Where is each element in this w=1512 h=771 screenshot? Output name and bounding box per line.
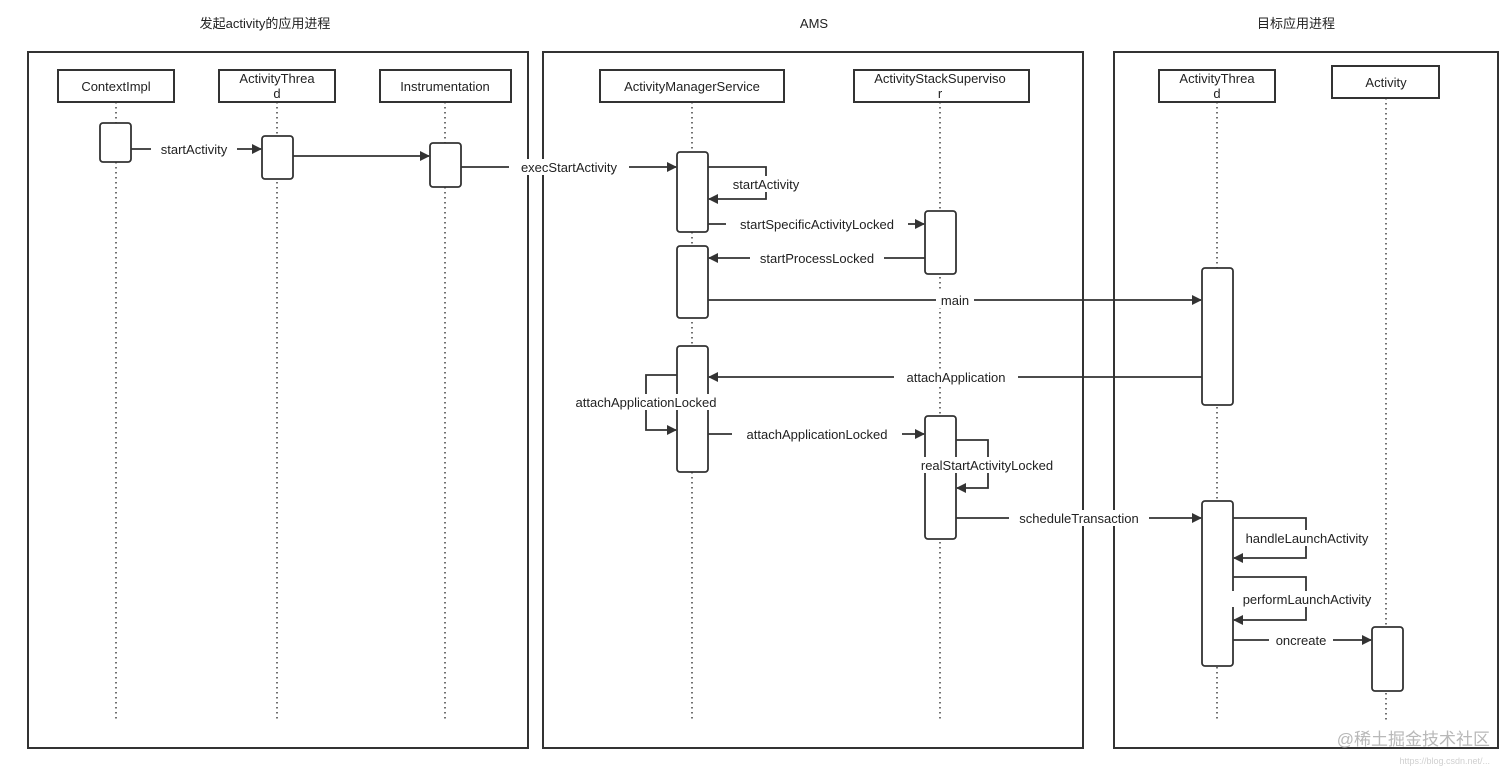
message-label: oncreate bbox=[1276, 633, 1327, 648]
activation-instrumentation bbox=[429, 142, 462, 188]
participant-activity: Activity bbox=[1331, 65, 1440, 99]
participant-label: Instrumentation bbox=[400, 79, 490, 94]
message-label: performLaunchActivity bbox=[1243, 592, 1372, 607]
activation-contextimpl bbox=[99, 122, 132, 163]
participant-activitystacksupervisor: ActivityStackSuperviso r bbox=[853, 69, 1030, 103]
message-label: main bbox=[941, 293, 969, 308]
watermark-text: @稀土掘金技术社区 bbox=[1337, 730, 1490, 749]
message-self-perform-launch-activity: performLaunchActivity bbox=[1230, 576, 1384, 625]
message-exec-start-activity: execStartActivity bbox=[461, 159, 677, 175]
message-label: scheduleTransaction bbox=[1019, 511, 1138, 526]
message-label: startActivity bbox=[733, 177, 800, 192]
participant-label-wrap: r bbox=[938, 86, 943, 101]
group-frame-target-process bbox=[1113, 51, 1499, 749]
participant-label: ActivityStackSuperviso bbox=[874, 71, 1006, 86]
message-label: realStartActivityLocked bbox=[921, 458, 1053, 473]
activation-activitythread-source bbox=[261, 135, 294, 180]
message-main: main bbox=[708, 292, 1202, 308]
message-schedule-transaction: scheduleTransaction bbox=[956, 510, 1202, 526]
message-label: attachApplicationLocked bbox=[747, 427, 888, 442]
group-title-ams: AMS bbox=[800, 16, 829, 31]
activation-ams-2 bbox=[676, 245, 709, 319]
participant-label-wrap: d bbox=[1213, 86, 1220, 101]
activation-ams-1 bbox=[676, 151, 709, 233]
group-frame-source-process bbox=[27, 51, 529, 749]
message-start-specific-activity-locked: startSpecificActivityLocked bbox=[708, 216, 925, 232]
activation-activity bbox=[1371, 626, 1404, 692]
participant-activitythread-source: ActivityThrea d bbox=[218, 69, 336, 103]
group-title-source-process: 发起activity的应用进程 bbox=[200, 16, 331, 31]
watermark-url: https://blog.csdn.net/... bbox=[1399, 756, 1490, 766]
message-oncreate: oncreate bbox=[1233, 632, 1372, 648]
message-label: handleLaunchActivity bbox=[1246, 531, 1369, 546]
message-self-start-activity: startActivity bbox=[708, 166, 810, 204]
participant-contextimpl: ContextImpl bbox=[57, 69, 175, 103]
message-start-activity: startActivity bbox=[131, 141, 262, 157]
activation-supervisor-2 bbox=[924, 415, 957, 540]
message-label: startSpecificActivityLocked bbox=[740, 217, 894, 232]
participant-label: Activity bbox=[1365, 75, 1407, 90]
message-attach-application: attachApplication bbox=[708, 369, 1202, 385]
message-start-process-locked: startProcessLocked bbox=[708, 250, 925, 266]
participant-label: ContextImpl bbox=[81, 79, 150, 94]
group-title-target-process: 目标应用进程 bbox=[1257, 16, 1335, 31]
participant-instrumentation: Instrumentation bbox=[379, 69, 512, 103]
message-label: attachApplication bbox=[906, 370, 1005, 385]
message-self-attach-application-locked: attachApplicationLocked bbox=[562, 374, 730, 435]
message-label: startActivity bbox=[161, 142, 228, 157]
message-label: attachApplicationLocked bbox=[576, 395, 717, 410]
activation-activitythread-target-1 bbox=[1201, 267, 1234, 406]
participant-activitymanagerservice: ActivityManagerService bbox=[599, 69, 785, 103]
message-self-real-start-activity-locked: realStartActivityLocked bbox=[908, 439, 1066, 493]
message-self-handle-launch-activity: handleLaunchActivity bbox=[1233, 517, 1378, 563]
message-attach-application-locked: attachApplicationLocked bbox=[708, 426, 925, 442]
group-frame-ams bbox=[542, 51, 1084, 749]
participant-label-wrap: d bbox=[273, 86, 280, 101]
participant-label: ActivityThrea bbox=[1179, 71, 1255, 86]
participant-activitythread-target: ActivityThrea d bbox=[1158, 69, 1276, 103]
participant-label: ActivityManagerService bbox=[624, 79, 760, 94]
message-label: execStartActivity bbox=[521, 160, 618, 175]
message-label: startProcessLocked bbox=[760, 251, 874, 266]
activation-supervisor-1 bbox=[924, 210, 957, 275]
participant-label: ActivityThrea bbox=[239, 71, 315, 86]
activation-activitythread-target-2 bbox=[1201, 500, 1234, 667]
